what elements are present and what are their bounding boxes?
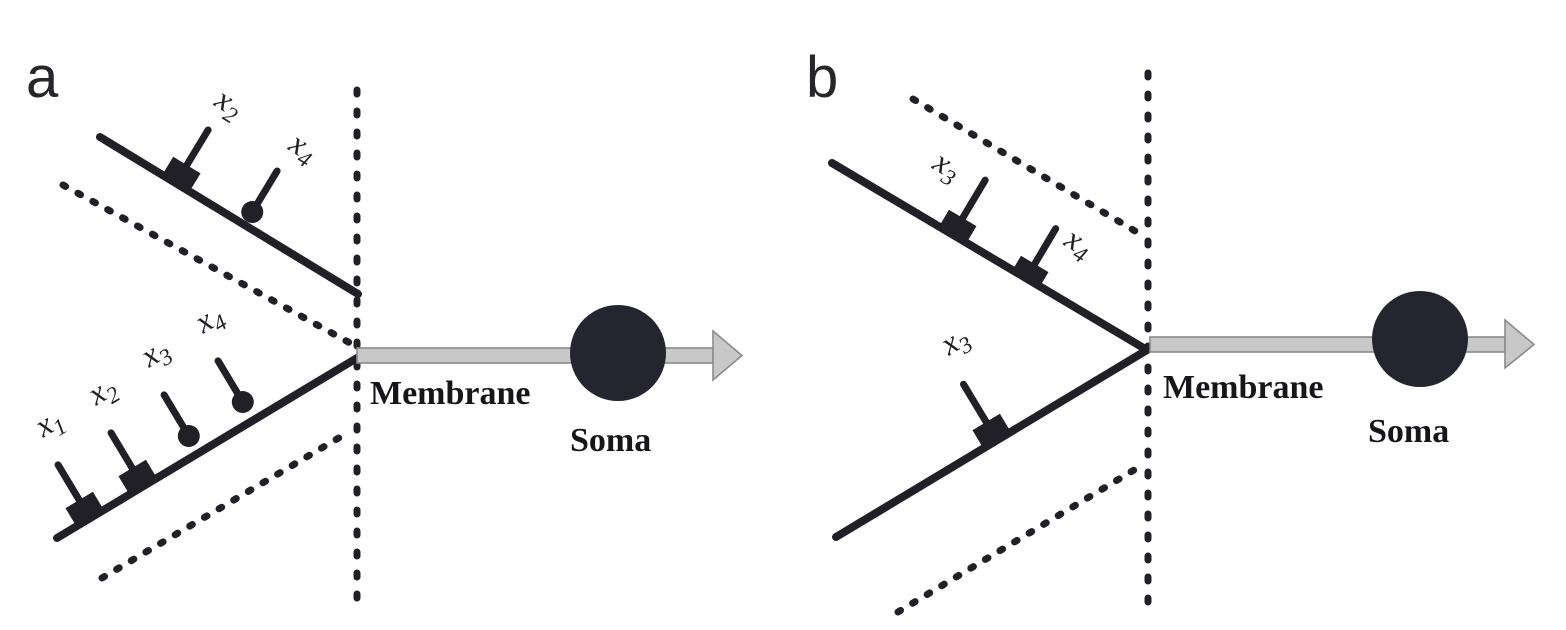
panel-a-synapse-x4-upper: x4 [241, 124, 324, 224]
panel-a-membrane-arrow [356, 329, 744, 382]
panel-a-membrane-label: Membrane [370, 375, 531, 412]
panel-b: b Membrane Soma x3 x4 x [806, 45, 1536, 616]
arrowhead-icon [1504, 318, 1536, 370]
synapse-stem [54, 461, 85, 507]
synapse-label: x2 [80, 368, 124, 417]
panel-a-synapse-x1-lower: x1 [27, 400, 104, 526]
panel-b-soma-circle [1372, 291, 1468, 387]
panel-a: a Membrane Soma x2 x4 x [26, 45, 744, 608]
panel-b-synapse-x4-upper: x4 [1010, 219, 1100, 290]
panel-b-upper-dendrite [828, 159, 1151, 354]
panel-a-soma-circle [570, 305, 666, 401]
panel-a-lower-dotted-line [98, 432, 346, 582]
panel-b-membrane-label: Membrane [1163, 369, 1324, 406]
synapse-stem [107, 429, 138, 475]
square-synapse-icon [972, 413, 1011, 448]
square-synapse-icon [1010, 255, 1049, 290]
synapse-stem [960, 380, 992, 429]
panel-b-soma-label: Soma [1368, 413, 1449, 450]
panel-a-synapse-x2-lower: x2 [80, 368, 157, 494]
panel-b-membrane-arrow [1149, 318, 1536, 370]
panel-a-synapse-x2-upper: x2 [162, 80, 250, 191]
synapse-stem [181, 126, 212, 172]
synapse-stem [160, 391, 189, 433]
panel-b-synapse-x3-lower: x3 [933, 318, 1011, 448]
arrowhead-icon [712, 329, 744, 382]
dot-synapse-icon [231, 390, 254, 413]
panel-b-lower-dotted-line [894, 466, 1138, 616]
panel-a-lower-dendrite [53, 354, 361, 542]
synapse-label: x3 [133, 330, 177, 379]
square-synapse-icon [65, 491, 104, 526]
synapse-label: x3 [924, 142, 968, 191]
panel-a-upper-dotted-line [59, 181, 354, 347]
dot-synapse-icon [177, 424, 200, 447]
panel-a-synapse-x3-lower: x3 [133, 330, 200, 447]
panel-a-upper-dendrite [96, 133, 362, 298]
synapse-label: x4 [280, 124, 324, 173]
synapse-stem [1029, 225, 1060, 271]
panel-b-lower-dendrite [832, 346, 1151, 541]
synapse-stem [957, 176, 989, 225]
synapse-label: x3 [933, 318, 977, 367]
synapse-label: x1 [27, 400, 71, 449]
synapse-label: x4 [1056, 219, 1100, 268]
panel-a-letter: a [26, 45, 59, 110]
synapse-stem [214, 357, 243, 399]
synapse-label: x2 [206, 80, 250, 129]
synapse-label: x4 [187, 296, 231, 345]
square-synapse-icon [938, 209, 977, 244]
square-synapse-icon [162, 156, 201, 191]
square-synapse-icon [118, 459, 157, 494]
panel-b-letter: b [806, 45, 838, 110]
synapse-stem [252, 167, 281, 209]
panel-b-synapse-x3-upper: x3 [924, 142, 989, 244]
panel-a-soma-label: Soma [570, 422, 651, 459]
panel-a-synapse-x4-lower: x4 [187, 296, 254, 413]
dot-synapse-icon [241, 201, 264, 224]
